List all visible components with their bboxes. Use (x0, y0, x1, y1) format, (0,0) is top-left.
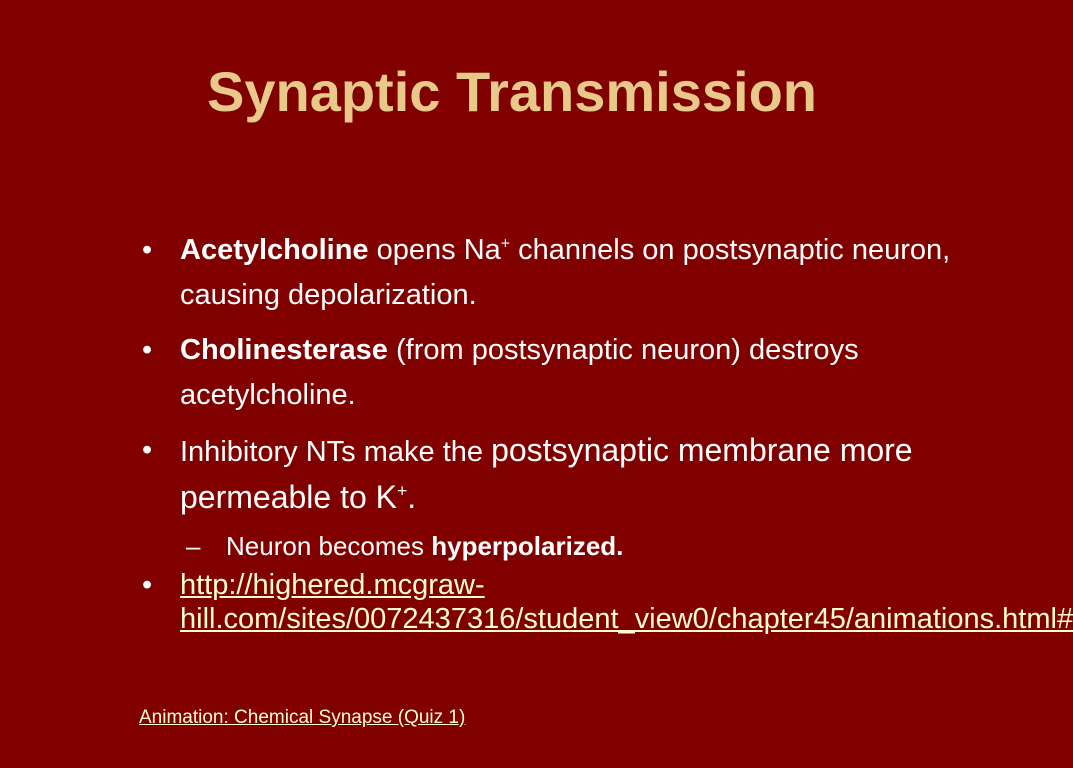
sub-bullet-text: Neuron becomes (226, 531, 432, 561)
bullet-text: Inhibitory NTs make the (180, 436, 492, 468)
term-cholinesterase: Cholinesterase (180, 334, 388, 366)
bullet-dot: • (142, 569, 153, 601)
bullet-text: postsynaptic membrane more permeable to … (180, 432, 913, 515)
bullet-inhibitory-nts: • Inhibitory NTs make the postsynaptic m… (142, 428, 1002, 522)
bullet-link: • http://highered.mcgraw-hill.com/sites/… (142, 568, 1073, 636)
bullet-text: . (407, 479, 417, 515)
superscript-plus: + (397, 480, 408, 501)
term-hyperpolarized: hyperpolarized. (431, 531, 624, 561)
bullet-text: (from postsynaptic neuron) destroys acet… (180, 334, 859, 411)
superscript-plus: + (500, 235, 511, 253)
bullet-cholinesterase: • Cholinesterase (from postsynaptic neur… (142, 328, 1002, 418)
mcgraw-hill-animations-link[interactable]: http://highered.mcgraw-hill.com/sites/00… (180, 569, 1073, 635)
bullet-dot: • (142, 234, 153, 266)
bullet-list: • Acetylcholine opens Na+ channels on po… (142, 228, 1073, 636)
slide-title: Synaptic Transmission (207, 60, 817, 123)
bullet-acetylcholine: • Acetylcholine opens Na+ channels on po… (142, 228, 1002, 318)
term-acetylcholine: Acetylcholine (180, 234, 369, 266)
slide: Synaptic Transmission • Acetylcholine op… (139, 60, 1073, 728)
bullet-text: opens Na (368, 234, 501, 266)
bullet-text-large: postsynaptic membrane more permeable to … (180, 432, 913, 515)
bullet-text: channels on postsynaptic neuron, causing… (180, 234, 951, 311)
sub-bullet-dash: – (186, 531, 201, 561)
sub-bullet-hyperpolarized: – Neuron becomes hyperpolarized. (142, 526, 1002, 566)
bullet-dot: • (142, 334, 153, 366)
bullet-dot: • (142, 434, 153, 466)
animation-chemical-synapse-link[interactable]: Animation: Chemical Synapse (Quiz 1) (139, 707, 466, 728)
